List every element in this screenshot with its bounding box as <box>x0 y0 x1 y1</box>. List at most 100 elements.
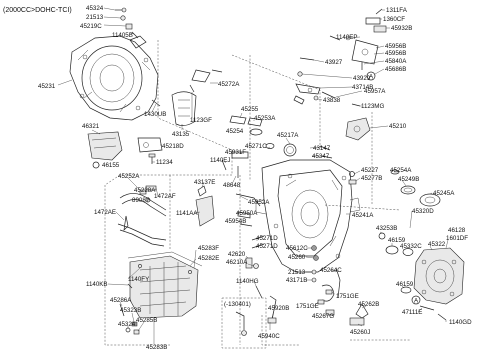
label-1140fy: 1140FY <box>128 276 149 283</box>
bolt-45260 <box>313 255 319 261</box>
label-89087: 89087 <box>132 197 150 204</box>
housing-45322 <box>413 247 465 305</box>
label-45277b: 45277B <box>361 175 382 182</box>
label-43171b: 43171B <box>286 277 307 284</box>
label-45282e: 45282E <box>198 255 219 262</box>
bolt-1140gd <box>437 313 447 321</box>
label-45255: 45255 <box>241 106 259 113</box>
bolt-11234 <box>148 153 156 164</box>
bolt-43147 <box>319 145 331 151</box>
gasket-45283f <box>127 251 203 267</box>
plug-45612c <box>311 245 317 251</box>
label-45231: 45231 <box>38 83 56 90</box>
transmission-case-45241a <box>255 159 361 273</box>
label-45840a: 45840A <box>385 58 407 65</box>
label-45245a: 45245A <box>433 190 455 197</box>
bolt-1140ej <box>221 159 227 171</box>
connector-45260j <box>349 317 365 326</box>
bolt-1311fa <box>375 8 383 15</box>
label-45952a: 45952A <box>248 199 270 206</box>
bracket-45950a <box>237 211 251 219</box>
bolt-21513b <box>311 269 317 275</box>
bolt-45324 <box>115 7 127 13</box>
label-45254a: 45254A <box>390 167 412 174</box>
marker-a-top-text: A <box>369 74 374 81</box>
diagram-header: (2000CC>DOHC-TCI) <box>3 7 72 14</box>
label-45262b: 45262B <box>358 301 379 308</box>
deflector-43135 <box>171 91 197 126</box>
seal-43253b <box>378 232 386 240</box>
label-1311fa: 1311FA <box>386 7 408 14</box>
label-1751ge-a: 1751GE <box>336 293 359 300</box>
label-45219c: 45219C <box>80 23 102 30</box>
label-43253b: 43253B <box>376 225 397 232</box>
seal-46155 <box>92 161 100 169</box>
bolt-11405b <box>131 31 139 39</box>
label-45954b: 45954B <box>225 218 246 225</box>
valve-body-45282e <box>129 255 199 319</box>
clip-1751ge <box>321 284 335 302</box>
label-45286a: 45286A <box>110 297 132 304</box>
label-45332c: 45332C <box>400 243 422 250</box>
label-46159-b: 46159 <box>396 281 414 288</box>
seal-45271c <box>265 143 275 149</box>
label-11234: 11234 <box>156 159 173 166</box>
label-1123gf: 1123GF <box>190 117 212 124</box>
lever-45956b <box>345 35 379 65</box>
label-1140hg: 1140HG <box>236 278 259 285</box>
bolt-1140kb <box>127 283 133 289</box>
label-45931f: 45931F <box>225 149 246 156</box>
marker-a-lower-text: A <box>414 298 419 305</box>
cover-1141aa <box>195 195 215 227</box>
oring-46159 <box>385 245 399 255</box>
label-42620: 42620 <box>228 251 246 258</box>
label-46210a: 46210A <box>226 259 248 266</box>
strainer-46321 <box>87 131 123 161</box>
inset-label: (-130401) <box>224 301 251 308</box>
label-45264c: 45264C <box>320 267 342 274</box>
detent-assembly <box>293 57 336 105</box>
label-43929: 43929 <box>353 75 371 82</box>
fitting-45228a <box>139 189 147 195</box>
bracket-43137e <box>197 185 207 197</box>
clip-1751ge-b <box>317 299 325 305</box>
label-11405b: 11405B <box>112 32 133 39</box>
label-1601df: 1601DF <box>446 235 468 242</box>
plug-45277b <box>348 179 357 185</box>
bolt-1123mg <box>351 103 361 107</box>
label-45210: 45210 <box>389 123 407 130</box>
seal-45249b <box>400 185 416 195</box>
label-45686b: 45686B <box>385 66 406 73</box>
label-45283f: 45283F <box>198 245 219 252</box>
label-46321: 46321 <box>82 123 100 130</box>
label-45956b-b: 45956B <box>385 50 406 57</box>
harness-45952a <box>235 193 261 207</box>
ring-45254 <box>249 128 263 136</box>
label-45227: 45227 <box>361 167 379 174</box>
bracket-45218d <box>137 137 163 153</box>
label-1141aa: 1141AA <box>176 210 198 217</box>
label-1430ub: 1430UB <box>144 111 166 118</box>
label-45249b: 45249B <box>398 176 419 183</box>
label-45347: 45347 <box>312 153 330 160</box>
label-45267g: 45267G <box>312 313 334 320</box>
washer-45254a <box>390 169 400 175</box>
plug-45219c <box>125 23 133 30</box>
label-45283b: 45283B <box>146 344 167 351</box>
magnet-45323b <box>131 321 138 327</box>
label-45322: 45322 <box>428 241 446 248</box>
label-45260: 45260 <box>288 254 306 261</box>
label-45932b: 45932B <box>391 25 412 32</box>
bolt-47111e <box>419 305 435 311</box>
label-45956b-a: 45956B <box>385 43 406 50</box>
label-45260j: 45260J <box>350 329 370 336</box>
label-43714b: 43714B <box>352 84 373 91</box>
label-45217a: 45217A <box>277 132 299 139</box>
label-43147: 43147 <box>313 145 331 152</box>
cover-45210 <box>345 117 371 141</box>
label-45324: 45324 <box>86 5 104 12</box>
label-45254: 45254 <box>226 128 244 135</box>
label-45940c: 45940C <box>258 333 280 340</box>
